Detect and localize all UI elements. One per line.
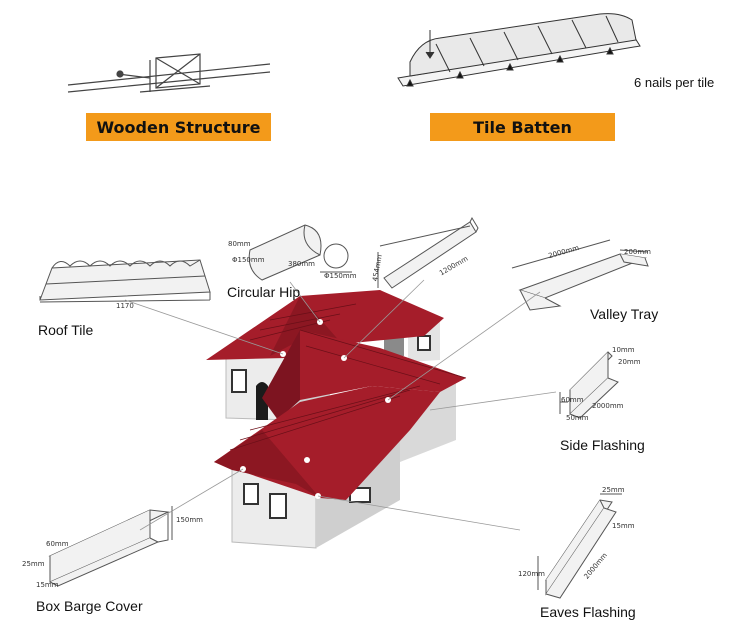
circular-hip-length-dim: 380mm bbox=[288, 260, 315, 268]
side-flashing-base-dim: 50mm bbox=[566, 414, 589, 422]
side-flashing-height-dim: 60mm bbox=[561, 396, 584, 404]
roof-tile-sketch bbox=[39, 259, 211, 303]
side-flashing-length-dim: 2000mm bbox=[592, 402, 624, 410]
tile-batten-sketch bbox=[397, 13, 641, 87]
box-barge-cover-sketch bbox=[48, 506, 173, 587]
house-illustration bbox=[206, 290, 467, 549]
eaves-flashing-lip-dim: 15mm bbox=[612, 522, 635, 530]
box-barge-side-dim: 25mm bbox=[22, 560, 45, 568]
wooden-structure-banner: Wooden Structure bbox=[86, 113, 271, 141]
valley-tray-width-dim: 200mm bbox=[624, 248, 651, 256]
callout-lines bbox=[124, 279, 557, 531]
side-flashing-top-dim: 10mm bbox=[612, 346, 635, 354]
ridge-panel-sketch bbox=[377, 216, 479, 289]
tile-batten-banner: Tile Batten bbox=[430, 113, 615, 141]
nails-note: 6 nails per tile bbox=[634, 75, 715, 90]
box-barge-cover-label: Box Barge Cover bbox=[36, 598, 143, 614]
eaves-flashing-sketch bbox=[537, 493, 622, 599]
eaves-flashing-height-dim: 120mm bbox=[518, 570, 545, 578]
circular-hip-diameter-dim: Φ150mm bbox=[232, 256, 265, 264]
valley-tray-sketch bbox=[511, 239, 649, 311]
wooden-structure-sketch bbox=[67, 53, 271, 93]
side-flashing-upper-dim: 20mm bbox=[618, 358, 641, 366]
box-barge-top-dim: 60mm bbox=[46, 540, 69, 548]
circular-hip-height-dim: 80mm bbox=[228, 240, 251, 248]
circular-hip-sketch bbox=[248, 224, 352, 281]
eaves-flashing-top-dim: 25mm bbox=[602, 486, 625, 494]
box-barge-height-dim: 150mm bbox=[176, 516, 203, 524]
circular-hip-label: Circular Hip bbox=[227, 284, 301, 300]
roof-tile-label: Roof Tile bbox=[38, 322, 94, 338]
side-flashing-label: Side Flashing bbox=[560, 437, 645, 453]
box-barge-base-dim: 15mm bbox=[36, 581, 59, 589]
valley-tray-label: Valley Tray bbox=[590, 306, 659, 322]
eaves-flashing-label: Eaves Flashing bbox=[540, 604, 636, 620]
side-flashing-sketch bbox=[559, 351, 619, 419]
circular-hip-round-dim: Φ150mm bbox=[324, 272, 357, 280]
roof-tile-length-dim: 1170 bbox=[116, 302, 134, 310]
